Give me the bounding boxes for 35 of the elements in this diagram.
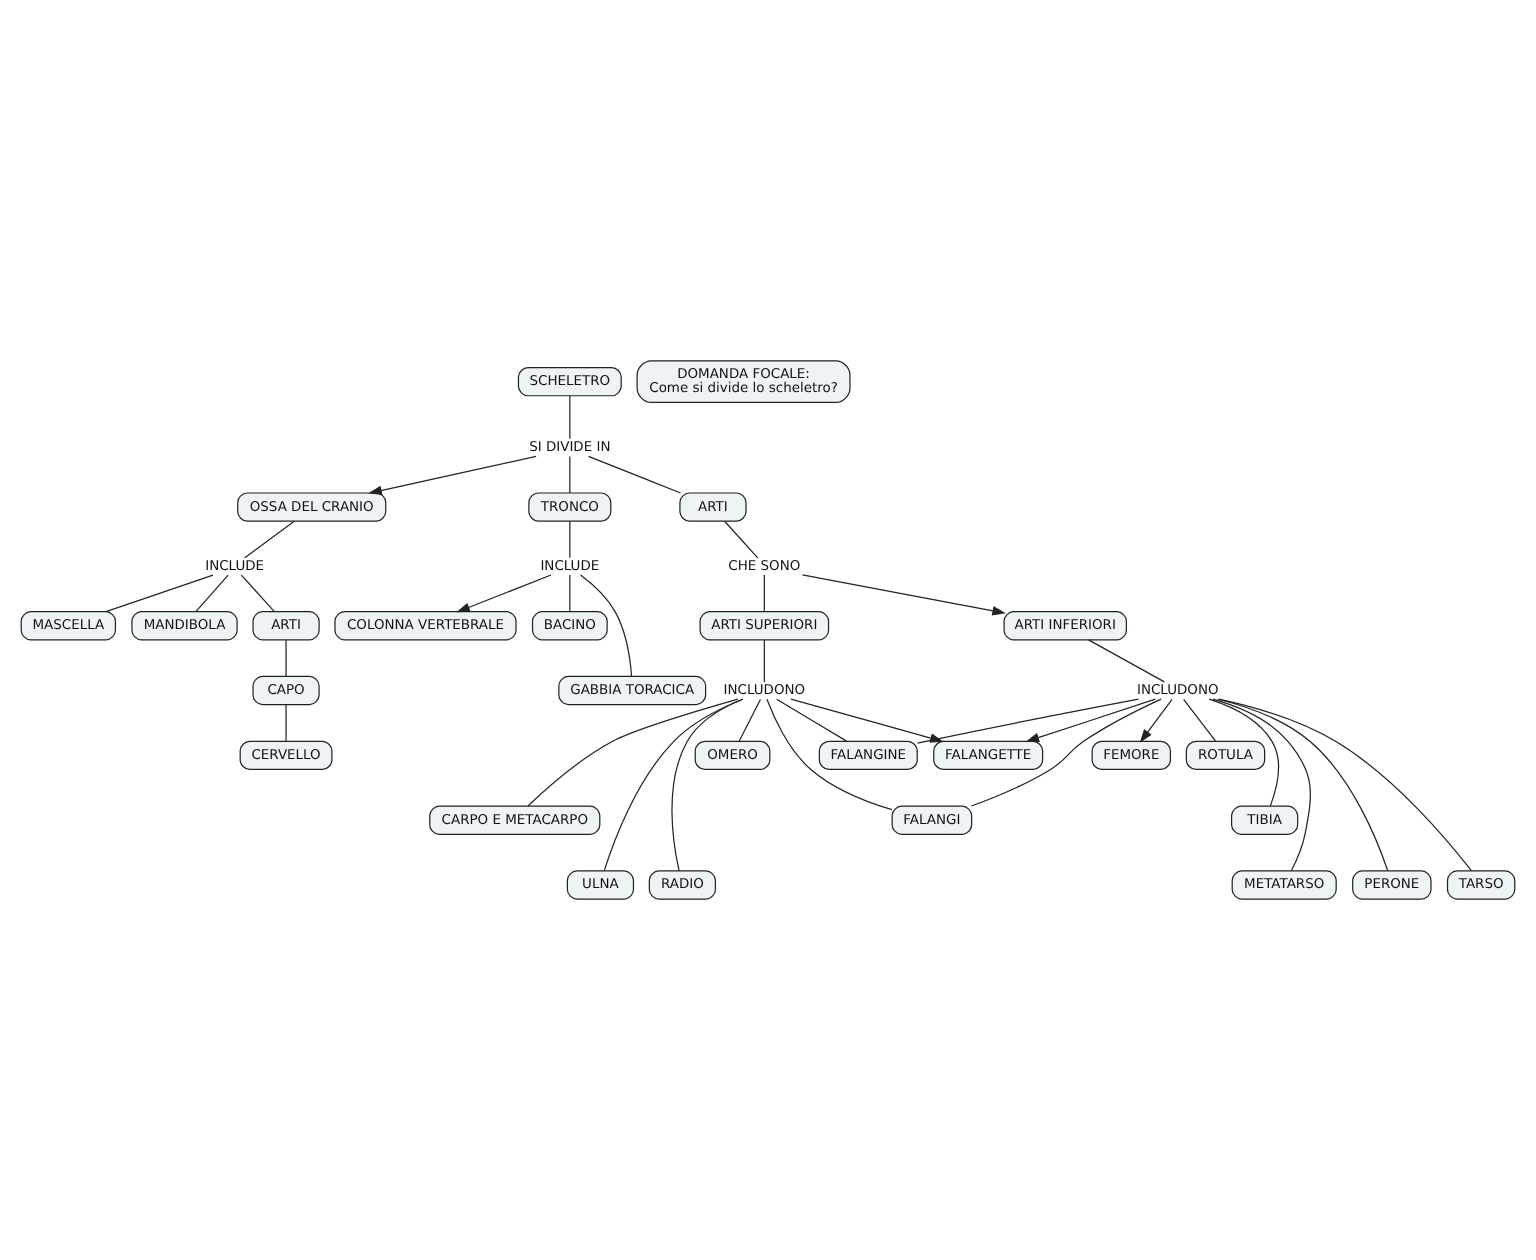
connector <box>738 698 762 742</box>
connector <box>603 698 744 872</box>
connector <box>569 520 571 559</box>
connector <box>724 520 759 559</box>
connector <box>579 574 633 678</box>
connector <box>285 704 287 742</box>
connector <box>916 698 1140 744</box>
arrow <box>456 574 552 613</box>
connector <box>569 395 571 440</box>
arrow <box>790 698 944 743</box>
connector <box>1208 698 1279 807</box>
connector <box>671 698 744 872</box>
connector <box>1217 698 1389 872</box>
arrow <box>1025 698 1156 743</box>
connector <box>766 698 893 811</box>
connector <box>763 639 765 683</box>
connector <box>587 455 682 494</box>
connector <box>105 574 214 613</box>
connector <box>240 574 276 613</box>
connector <box>1218 698 1472 872</box>
connector <box>970 698 1162 807</box>
connector <box>1183 698 1217 742</box>
connector <box>195 574 229 613</box>
connector <box>527 698 739 807</box>
connector <box>1087 639 1165 683</box>
arrow <box>1139 698 1173 743</box>
connector <box>763 574 765 613</box>
connector <box>569 455 571 494</box>
arrow <box>368 455 537 496</box>
connector <box>285 639 287 677</box>
connector <box>1212 698 1311 872</box>
connector <box>244 520 295 559</box>
connector <box>776 698 848 742</box>
arrow <box>801 574 1006 616</box>
connector <box>569 574 571 613</box>
